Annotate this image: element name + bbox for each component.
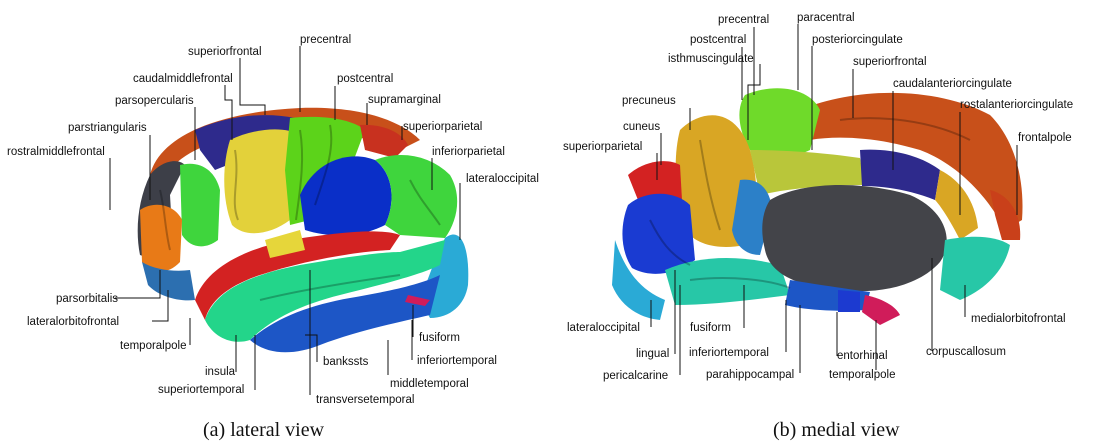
- region-b-entorhinal: [838, 290, 860, 312]
- label-b-precuneus: precuneus: [622, 95, 676, 107]
- label-b-inferiortemporal: inferiortemporal: [689, 347, 769, 359]
- label-b-paracentral: paracentral: [797, 12, 855, 24]
- label-a-precentral: precentral: [300, 34, 351, 46]
- label-a-lateraloccipital: lateraloccipital: [466, 173, 539, 185]
- label-a-superiortemporal: superiortemporal: [158, 384, 244, 396]
- label-b-temporalpole: temporalpole: [829, 369, 895, 381]
- label-b-cuneus: cuneus: [623, 121, 660, 133]
- label-a-transversetemporal: transversetemporal: [316, 394, 414, 406]
- label-a-parsopercularis: parsopercularis: [115, 95, 194, 107]
- label-a-rostralmiddlefrontal: rostralmiddlefrontal: [7, 146, 105, 158]
- label-b-frontalpole: frontalpole: [1018, 132, 1072, 144]
- label-b-parahippocampal: parahippocampal: [706, 369, 794, 381]
- label-a-superiorparietal: superiorparietal: [403, 121, 482, 133]
- label-b-lateraloccipital: lateraloccipital: [567, 322, 640, 334]
- label-b-medialorbitofrontal: medialorbitofrontal: [971, 313, 1066, 325]
- label-b-postcentral: postcentral: [690, 34, 746, 46]
- label-b-corpuscallosum: corpuscallosum: [926, 346, 1006, 358]
- caption-lateral-view: (a) lateral view: [203, 419, 325, 441]
- label-a-fusiform: fusiform: [419, 332, 460, 344]
- label-b-entorhinal: entorhinal: [837, 350, 888, 362]
- region-b-temporalpole: [862, 295, 900, 325]
- region-b-medialorbitofrontal: [940, 237, 1010, 300]
- region-parstriangularis: [140, 205, 182, 272]
- region-b-lingual: [665, 258, 790, 305]
- label-a-bankssts: bankssts: [323, 356, 369, 368]
- label-b-isthmuscingulate: isthmuscingulate: [668, 53, 754, 65]
- label-a-insula: insula: [205, 366, 236, 378]
- label-a-parstriangularis: parstriangularis: [68, 122, 147, 134]
- label-b-rostalanteriorcingulate: rostalanteriorcingulate: [960, 99, 1073, 111]
- region-parsopercularis: [180, 164, 220, 247]
- medial-brain: [612, 88, 1023, 325]
- label-a-middletemporal: middletemporal: [390, 378, 469, 390]
- label-b-superiorparietal: superiorparietal: [563, 141, 642, 153]
- label-a-parsorbitalis: parsorbitalis: [56, 293, 118, 305]
- region-b-corpuscallosum: [762, 185, 946, 291]
- lateral-brain: [138, 108, 469, 352]
- label-b-superiorfrontal: superiorfrontal: [853, 56, 927, 68]
- label-a-supramarginal: supramarginal: [368, 94, 441, 106]
- label-b-precentral: precentral: [718, 14, 769, 26]
- label-a-superiorfrontal: superiorfrontal: [188, 46, 262, 58]
- region-b-paracentral: [739, 88, 820, 156]
- caption-medial-view: (b) medial view: [773, 419, 900, 441]
- label-a-lateralorbitofrontal: lateralorbitofrontal: [27, 316, 119, 328]
- label-a-postcentral: postcentral: [337, 73, 393, 85]
- label-a-inferiorparietal: inferiorparietal: [432, 146, 505, 158]
- label-a-temporalpole: temporalpole: [120, 340, 186, 352]
- label-b-fusiform: fusiform: [690, 322, 731, 334]
- label-b-posteriorcingulate: posteriorcingulate: [812, 34, 903, 46]
- label-b-pericalcarine: pericalcarine: [603, 370, 668, 382]
- label-b-lingual: lingual: [636, 348, 669, 360]
- label-b-caudalanteriorcingulate: caudalanteriorcingulate: [893, 78, 1012, 90]
- label-a-inferiortemporal: inferiortemporal: [417, 355, 497, 367]
- label-a-caudalmiddlefrontal: caudalmiddlefrontal: [133, 73, 233, 85]
